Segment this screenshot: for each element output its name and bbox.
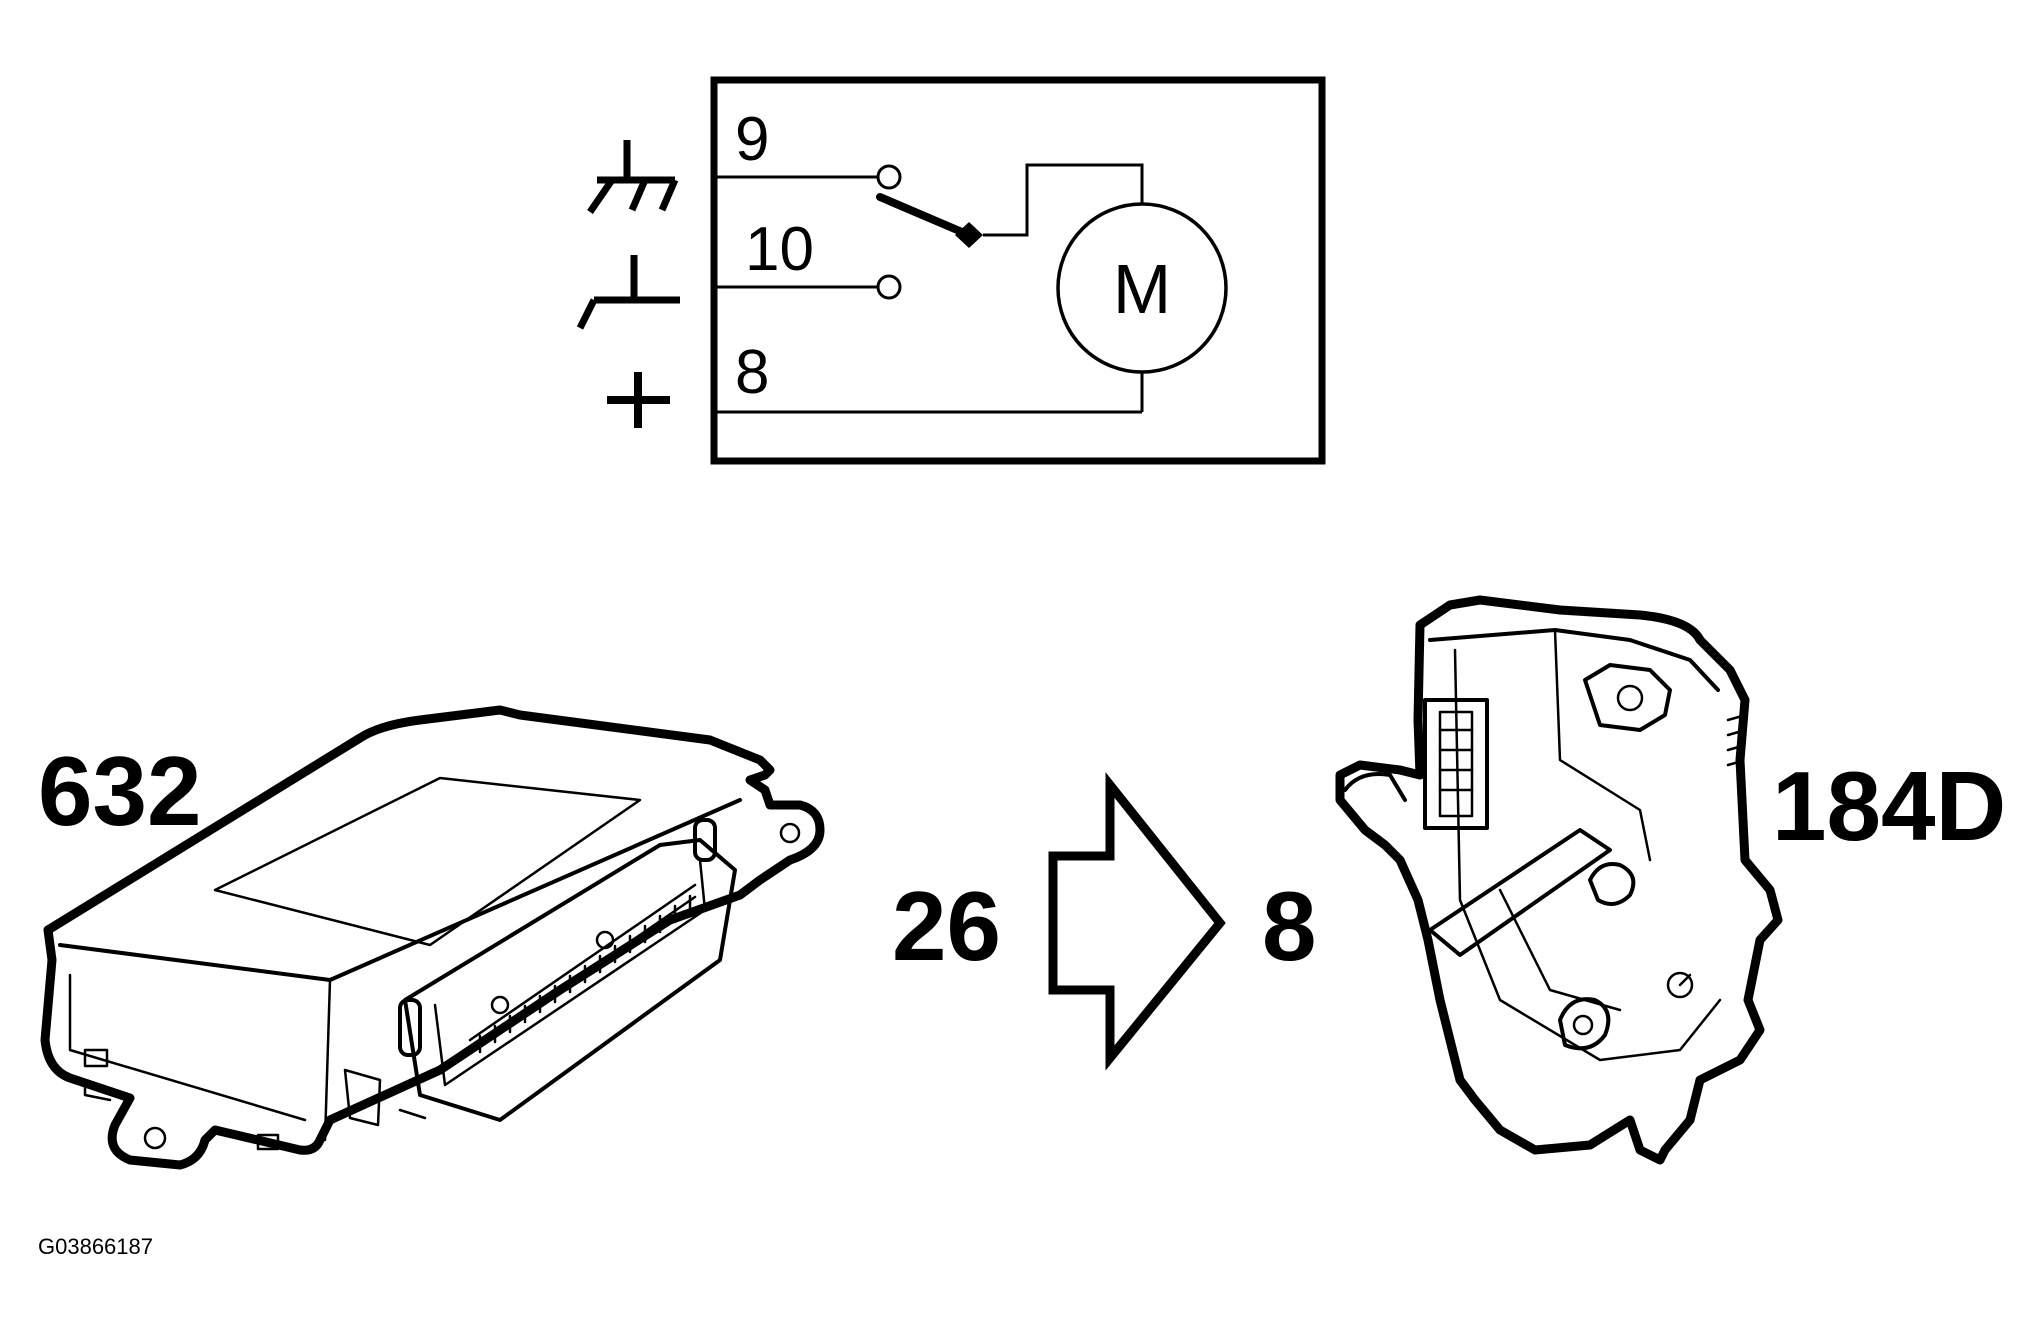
pin-9-label: 9 — [735, 105, 769, 174]
switch-contact-10 — [876, 274, 902, 300]
from-pin-label: 26 — [892, 871, 1001, 981]
motor-label: M — [1113, 250, 1171, 328]
lock-actuator-drawing — [1335, 595, 1783, 1165]
to-pin-label: 8 — [1262, 871, 1317, 981]
pin-8-label: 8 — [735, 338, 769, 407]
lock-actuator-label: 184D — [1772, 751, 2006, 861]
switch-contact-9 — [876, 164, 902, 190]
schematic-box: 9 10 8 M — [710, 76, 1326, 465]
motor-symbol — [1056, 202, 1228, 374]
right-arrow-icon — [1048, 772, 1226, 1071]
figure-code: G03866187 — [38, 1234, 153, 1259]
control-module-drawing — [40, 705, 825, 1170]
ground-icon — [576, 255, 680, 330]
wire-motor-top — [983, 163, 1144, 237]
switch-pivot — [955, 222, 983, 248]
pin-10-label: 10 — [745, 215, 814, 284]
switch-lever — [876, 193, 973, 239]
connector-pins — [468, 883, 697, 1054]
ground-switch-icon — [587, 140, 679, 214]
control-module-label: 632 — [38, 736, 202, 846]
plus-icon — [607, 372, 670, 428]
